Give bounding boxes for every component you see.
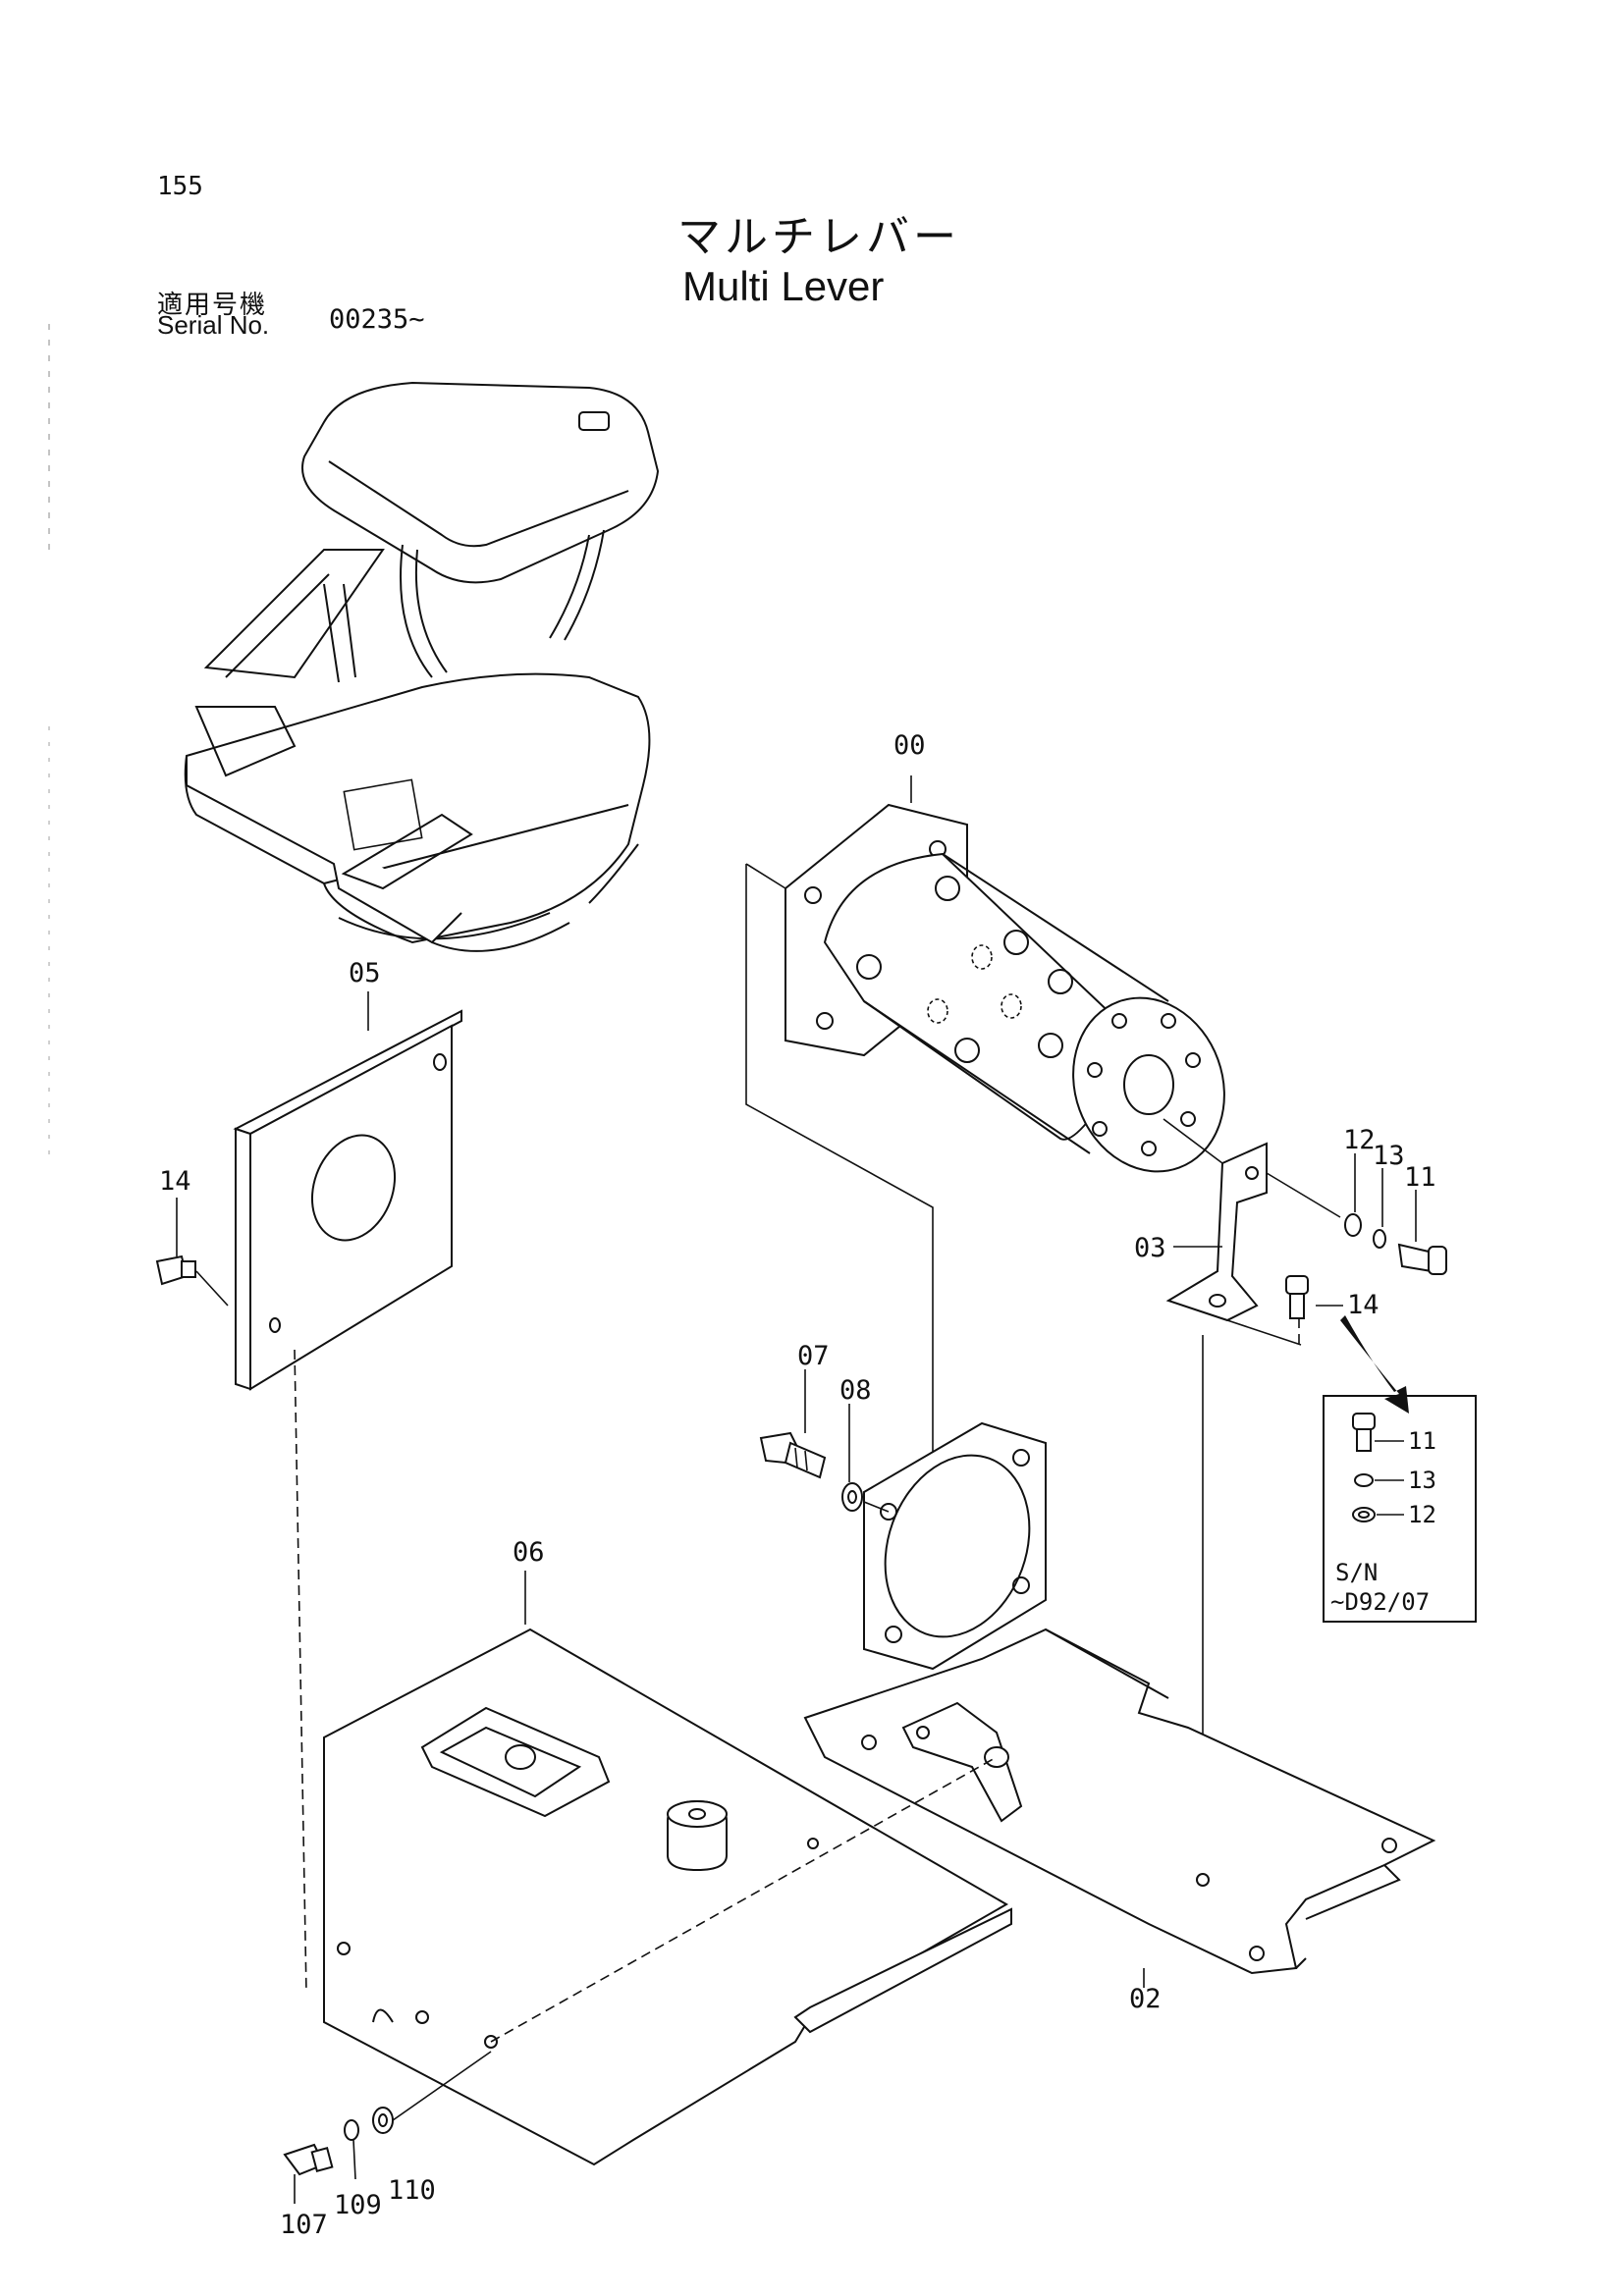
inset-serial-value: ~D92/07 [1330,1588,1430,1616]
part-05-plate [155,991,462,1994]
part-00-valve [745,775,1225,1531]
serial-label-japanese: 適用号機 [157,291,268,320]
title-japanese: マルチレバー [677,212,960,262]
part-03-bracket [1163,1118,1447,1762]
operator-seat-illustration [184,381,660,952]
callout-05: 05 [349,958,381,988]
inset-callout-11: 11 [1408,1427,1436,1455]
callout-14-right: 14 [1347,1290,1380,1320]
inset-serial-label: S/N [1335,1559,1378,1586]
part-02-mount-bracket [803,1421,1436,1988]
callout-110: 110 [388,2175,436,2206]
serial-inset-box [1323,1395,1477,1623]
callout-03: 03 [1134,1233,1166,1263]
bolt-107-washers [283,2051,492,2204]
inset-callout-13: 13 [1408,1467,1436,1494]
callout-00: 00 [893,730,926,761]
callout-13: 13 [1373,1141,1405,1171]
callout-109: 109 [334,2190,382,2220]
page-number: 155 [157,172,203,201]
callout-11: 11 [1404,1162,1436,1193]
part-06-cover [323,1571,1012,2166]
callout-02: 02 [1129,1984,1162,2014]
callout-08: 08 [839,1375,872,1406]
callout-12: 12 [1343,1125,1376,1155]
callout-06: 06 [513,1537,545,1568]
callout-07: 07 [797,1341,830,1371]
serial-number-value: 00235~ [329,304,425,335]
callout-107: 107 [280,2210,328,2240]
serial-label-english: Serial No. [157,310,270,340]
inset-callout-12: 12 [1408,1501,1436,1528]
title-english: Multi Lever [682,263,885,309]
callout-14-left: 14 [159,1166,191,1197]
bolt-07-washer-08 [759,1369,890,1513]
